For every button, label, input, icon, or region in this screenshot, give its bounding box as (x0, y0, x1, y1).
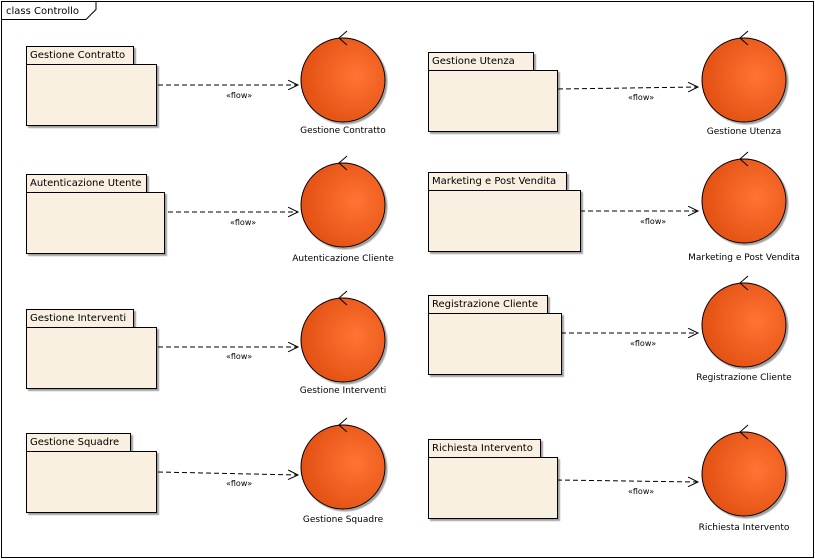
arrowhead (687, 476, 700, 488)
flow-pair: Gestione Contratto «flow» Gestione Contrat… (26, 30, 386, 136)
control-element[interactable] (300, 155, 386, 248)
flow-pair: Registrazione Cliente «flow» Registrazione… (428, 275, 792, 383)
package-body (26, 327, 157, 389)
package[interactable] (26, 46, 157, 126)
flow-pair: Marketing e Post Vendita «flow» Marketing … (428, 151, 800, 263)
flow-stereotype-label: «flow» (226, 479, 252, 488)
control-arrow-icon (739, 424, 749, 440)
control-arrow-icon (739, 151, 749, 167)
flow-pair: Richiesta Intervento «flow» Richiesta Inte… (428, 424, 790, 533)
control-arrow-icon (338, 155, 348, 171)
control-name: Gestione Squadre (303, 515, 384, 525)
package-body (26, 192, 165, 254)
package[interactable] (428, 52, 558, 132)
flow-stereotype-label: «flow» (628, 487, 654, 496)
package-body (428, 313, 562, 375)
flow-stereotype-label: «flow» (226, 352, 252, 361)
control-circle (701, 431, 787, 517)
arrowhead (287, 206, 300, 218)
package-name: Gestione Utenza (432, 56, 515, 67)
control-name: Gestione Utenza (707, 127, 781, 137)
flow-dependency-edge (157, 471, 299, 476)
flow-stereotype-label: «flow» (630, 339, 656, 348)
arrowhead (687, 81, 700, 93)
package-name: Gestione Interventi (30, 313, 126, 324)
control-arrow-icon (739, 275, 749, 291)
control-circle (300, 297, 386, 383)
arrowhead (287, 341, 300, 353)
package-name: Autenticazione Utente (30, 178, 142, 189)
package[interactable] (26, 309, 157, 389)
arrowhead (287, 79, 300, 91)
package-name: Marketing e Post Vendita (432, 176, 556, 187)
flow-stereotype-label: «flow» (628, 93, 654, 102)
control-name: Gestione Interventi (300, 386, 387, 396)
package[interactable] (428, 439, 558, 519)
flow-stereotype-label: «flow» (640, 217, 666, 226)
arrowhead (287, 469, 300, 481)
control-arrow-icon (338, 417, 348, 433)
flow-pair: Gestione Squadre «flow» Gestione Squadre (26, 417, 386, 525)
package[interactable] (428, 295, 562, 375)
control-element[interactable] (300, 417, 386, 510)
arrowhead (687, 327, 700, 339)
control-name: Marketing e Post Vendita (688, 253, 800, 263)
control-arrow-icon (338, 30, 348, 46)
control-circle (701, 158, 787, 244)
flow-pair: Gestione Interventi «flow» Gestione Interv… (26, 290, 387, 396)
flow-stereotype-label: «flow» (226, 91, 252, 100)
flow-pair: Autenticazione Utente «flow» Autenticazion… (26, 155, 394, 264)
package[interactable] (428, 172, 581, 252)
package[interactable] (26, 174, 165, 254)
control-name: Autenticazione Cliente (292, 254, 394, 264)
package[interactable] (26, 433, 157, 513)
package-body (26, 451, 157, 513)
control-name: Richiesta Intervento (699, 523, 790, 533)
frame-title-tab (1, 1, 97, 20)
control-arrow-icon (739, 30, 749, 46)
package-name: Gestione Contratto (30, 50, 125, 61)
control-element[interactable] (701, 424, 787, 517)
package-name: Richiesta Intervento (432, 443, 533, 454)
flow-stereotype-label: «flow» (230, 218, 256, 227)
control-circle (300, 162, 386, 248)
package-body (26, 64, 157, 126)
control-circle (300, 424, 386, 510)
package-name: Registrazione Cliente (432, 299, 538, 310)
control-element[interactable] (701, 30, 787, 123)
control-element[interactable] (300, 290, 386, 383)
arrowhead (687, 205, 700, 217)
control-name: Registrazione Cliente (696, 373, 792, 383)
control-name: Gestione Contratto (300, 126, 386, 136)
flow-dependency-edge (557, 86, 699, 90)
control-element[interactable] (300, 30, 386, 123)
control-circle (300, 37, 386, 123)
control-element[interactable] (701, 275, 787, 368)
flow-pair: Gestione Utenza «flow» Gestione Utenza (428, 30, 787, 137)
control-circle (701, 282, 787, 368)
package-body (428, 190, 581, 252)
control-arrow-icon (338, 290, 348, 306)
control-circle (701, 37, 787, 123)
package-body (428, 457, 558, 519)
control-element[interactable] (701, 151, 787, 244)
package-body (428, 70, 558, 132)
frame-title: class Controllo (6, 6, 79, 17)
package-name: Gestione Squadre (30, 437, 119, 448)
